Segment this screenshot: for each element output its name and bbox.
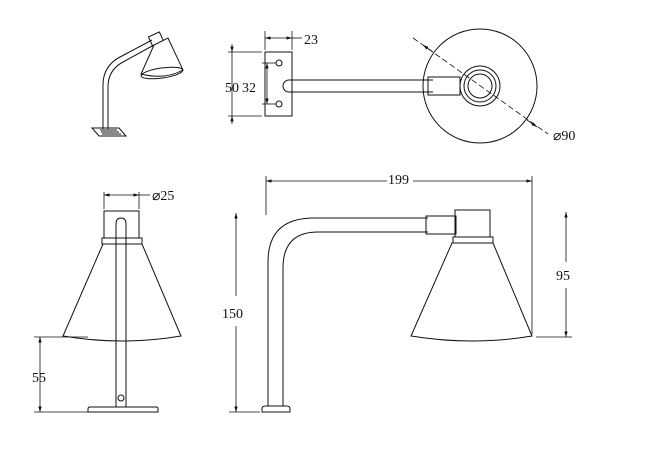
perspective-base (90, 127, 128, 137)
top-hole-spacing-label: 32 (242, 81, 256, 96)
front-cup-ring (101, 237, 143, 245)
front-base-height-label: 55 (32, 371, 46, 386)
side-height-label: 150 (222, 307, 243, 322)
front-base (87, 406, 159, 413)
side-head (454, 209, 491, 238)
top-arm (282, 79, 433, 93)
side-view: 199 150 95 (222, 172, 572, 413)
front-shade (62, 243, 182, 342)
side-shade (410, 242, 533, 342)
front-view: ⌀25 55 (32, 189, 182, 413)
side-arm (267, 217, 428, 406)
side-length-label: 199 (388, 173, 409, 188)
side-head-ring (452, 236, 494, 244)
side-connector (425, 215, 457, 235)
front-arm-hole (117, 394, 125, 402)
top-hole-lower (275, 100, 283, 108)
perspective-view (90, 31, 184, 137)
side-shade-height-label: 95 (556, 269, 570, 284)
top-bracket-width-label: 23 (304, 33, 318, 48)
front-cup (103, 210, 140, 239)
perspective-shade (140, 37, 184, 77)
perspective-arm (102, 39, 153, 129)
side-base (261, 405, 291, 413)
top-shade-diameter-label: ⌀90 (553, 129, 575, 144)
top-head (427, 76, 461, 96)
top-view: ⌀90 23 50 32 (225, 28, 575, 144)
front-cup-diameter-label: ⌀25 (152, 189, 174, 204)
top-hole-upper (275, 59, 283, 67)
top-bracket-plate (264, 51, 293, 117)
front-arm (115, 217, 127, 407)
top-shade-diameter-line (412, 37, 549, 135)
top-shade-outer (422, 28, 538, 144)
top-height-outer-label: 50 (225, 81, 239, 96)
